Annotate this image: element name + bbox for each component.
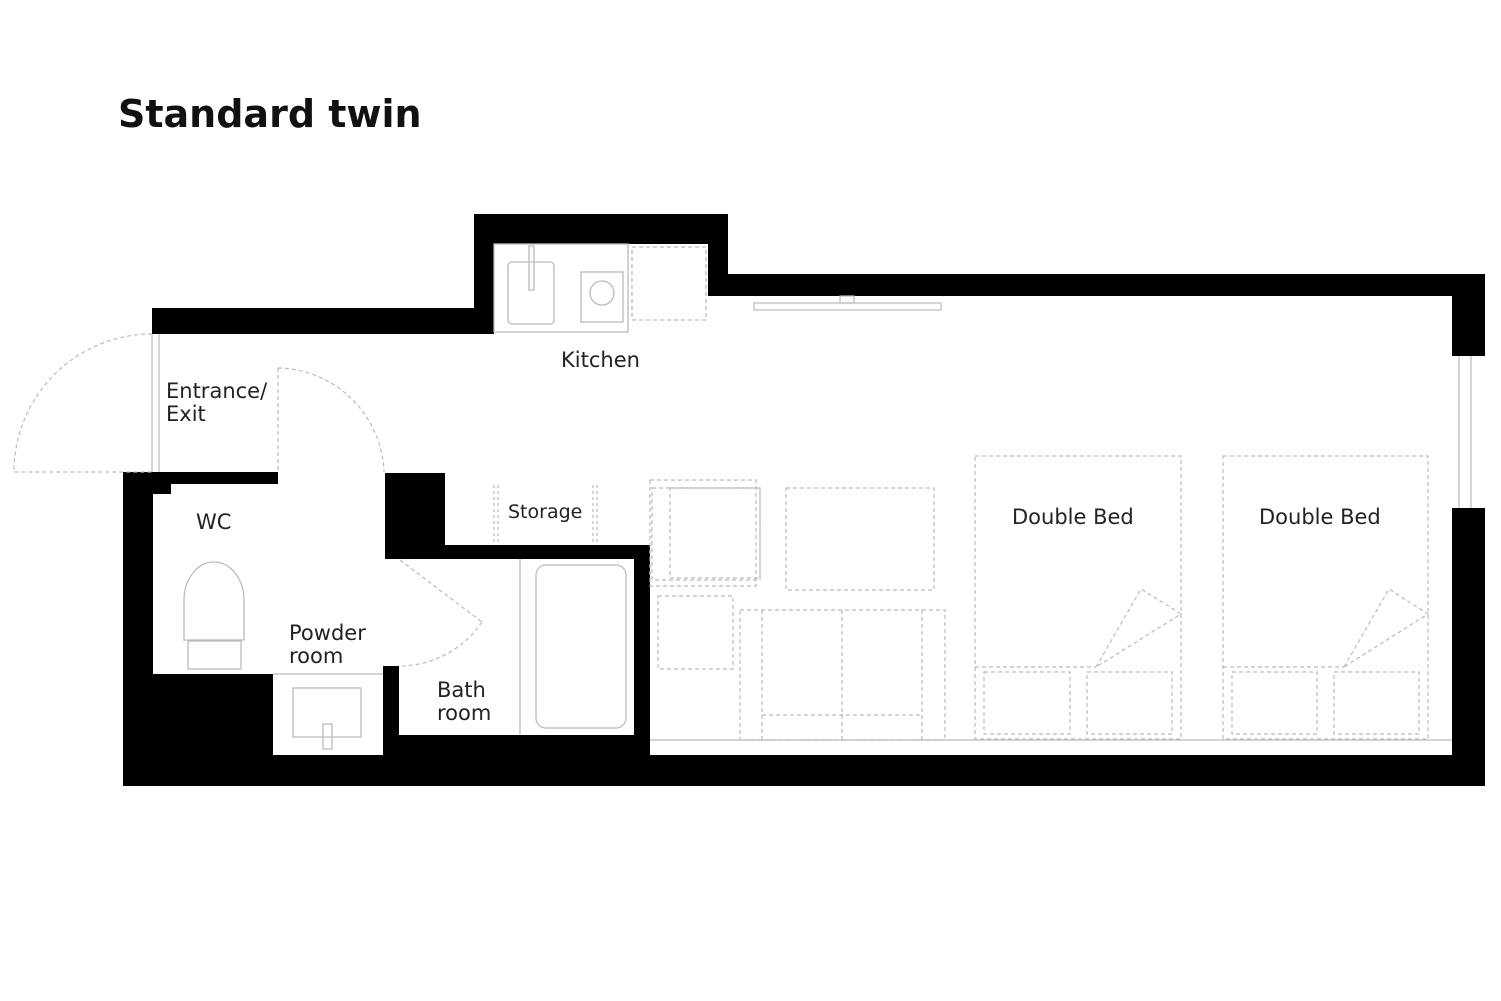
- wc-label: WC: [196, 510, 231, 534]
- powder-room-label-2: room: [289, 644, 343, 668]
- bath-room-label-1: Bath: [437, 678, 486, 702]
- double-bed-1: [974, 455, 1183, 740]
- entrance-door: [13, 333, 160, 473]
- entrance-label-2: Exit: [166, 402, 206, 426]
- window: [1458, 356, 1472, 508]
- powder-room-label-1: Powder: [289, 621, 366, 645]
- entrance-label-1: Entrance/: [166, 379, 268, 403]
- walls: [123, 214, 1485, 786]
- bath-room-label-2: room: [437, 701, 491, 725]
- kitchen-fixtures: [493, 243, 707, 333]
- living-furniture: [649, 479, 946, 741]
- bed-2-label: Double Bed: [1259, 505, 1381, 529]
- wall-shelf: [753, 295, 942, 311]
- powder-room-door: [277, 367, 385, 473]
- sink-icon: [273, 673, 383, 750]
- bathtub-icon: [519, 559, 627, 735]
- toilet-icon: [183, 561, 245, 670]
- double-bed-2: [1222, 455, 1430, 740]
- page-title: Standard twin: [118, 92, 422, 136]
- bath-door: [399, 559, 483, 667]
- storage-label: Storage: [508, 501, 582, 523]
- kitchen-label: Kitchen: [561, 348, 640, 372]
- bed-1-label: Double Bed: [1012, 505, 1134, 529]
